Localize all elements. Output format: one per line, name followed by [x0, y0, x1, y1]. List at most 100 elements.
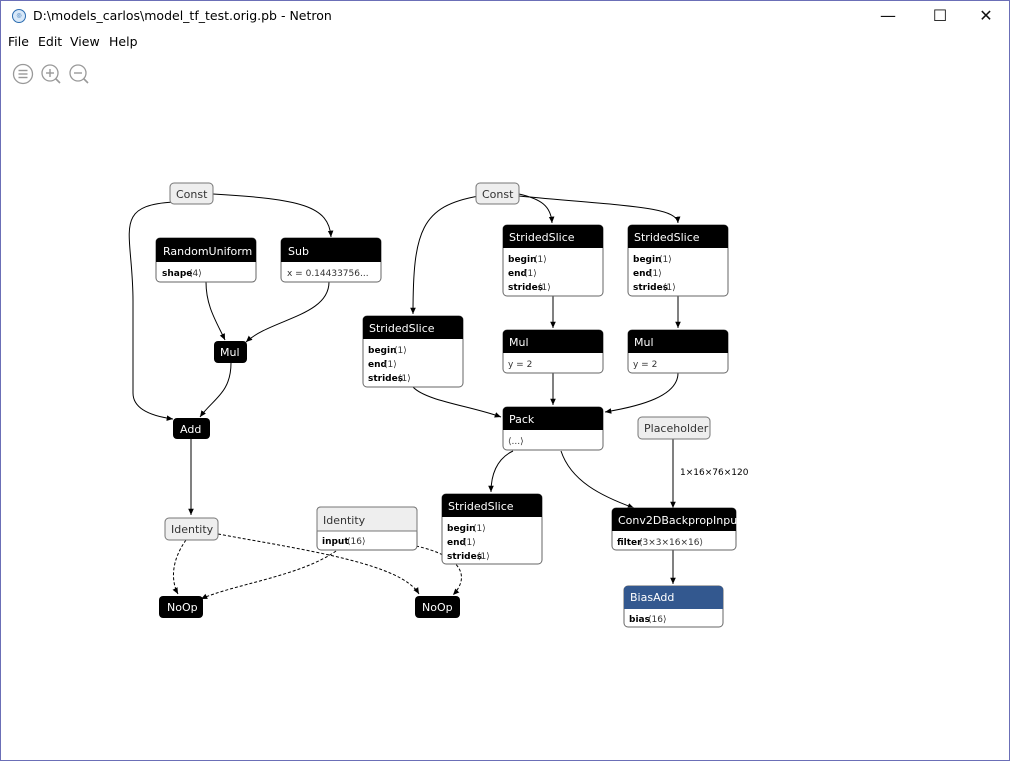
node-label: Pack	[509, 413, 535, 426]
zoom-in-icon[interactable]	[40, 63, 62, 85]
node-placeholder[interactable]: Placeholder	[637, 416, 711, 440]
node-strided-slice-a[interactable]: StridedSlice begin ⟨1⟩ end ⟨1⟩ strides ⟨…	[502, 224, 604, 297]
node-label: Add	[180, 423, 201, 436]
graph-edges	[128, 193, 681, 600]
node-label: Identity	[323, 514, 366, 527]
edge-const-add	[128, 201, 174, 421]
edge-const-strided-c	[410, 195, 480, 315]
node-label: Mul	[220, 346, 240, 359]
node-label: Const	[482, 188, 514, 201]
node-mul-a[interactable]: Mul y = 2	[502, 329, 604, 374]
node-strided-slice-d[interactable]: StridedSlice begin ⟨1⟩ end ⟨1⟩ strides ⟨…	[441, 493, 543, 565]
edge-mul-b-pack	[604, 372, 679, 414]
node-sub[interactable]: Sub x = 0.14433756...	[280, 237, 382, 283]
node-strided-slice-b[interactable]: StridedSlice begin ⟨1⟩ end ⟨1⟩ strides ⟨…	[627, 224, 729, 297]
attr-name: begin	[633, 255, 661, 265]
attr-value: ⟨1⟩	[394, 346, 407, 356]
zoom-out-icon[interactable]	[68, 63, 90, 85]
menu-bar: File Edit View Help	[1, 31, 1009, 53]
node-label: RandomUniform	[163, 245, 252, 258]
attr-value: ⟨4⟩	[189, 269, 202, 279]
node-mul-b[interactable]: Mul y = 2	[627, 329, 729, 374]
node-noop-left[interactable]: NoOp	[159, 596, 203, 618]
attr-value: ⟨1⟩	[649, 269, 662, 279]
node-label: Identity	[171, 523, 214, 536]
attr-name: strides	[447, 552, 482, 562]
node-bias-add[interactable]: BiasAdd bias ⟨16⟩	[623, 585, 724, 628]
node-label: Const	[176, 188, 208, 201]
node-label: NoOp	[422, 601, 453, 614]
node-identity-mid[interactable]: Identity input ⟨16⟩	[316, 506, 418, 551]
node-add[interactable]: Add	[173, 418, 210, 439]
maximize-button[interactable]: ☐	[932, 6, 948, 25]
attr-name: strides	[633, 283, 668, 293]
node-label: BiasAdd	[630, 591, 674, 604]
edge-const-strided-b	[518, 195, 681, 224]
menu-view[interactable]: View	[70, 34, 100, 49]
node-mul-left[interactable]: Mul	[214, 341, 247, 363]
node-label: StridedSlice	[448, 500, 514, 513]
node-label: StridedSlice	[369, 322, 435, 335]
attr-value: ⟨...⟩	[508, 437, 524, 447]
attr-name: input	[322, 537, 349, 547]
node-label: Conv2DBackpropInput	[618, 514, 742, 527]
attr-value: ⟨1⟩	[384, 360, 397, 370]
attr-value: y = 2	[508, 360, 532, 370]
attr-name: bias	[629, 615, 650, 625]
attr-value: x = 0.14433756...	[287, 269, 369, 279]
edge-random-mul	[205, 281, 226, 341]
attr-value: ⟨1⟩	[398, 374, 411, 384]
title-bar: ◎ D:\models_carlos\model_tf_test.orig.pb…	[1, 1, 1009, 31]
properties-icon[interactable]	[12, 63, 34, 85]
node-conv2d-backprop-input[interactable]: Conv2DBackpropInput filter ⟨3×3×16×16⟩	[611, 507, 742, 551]
window-title: D:\models_carlos\model_tf_test.orig.pb -…	[33, 8, 332, 23]
attr-name: filter	[617, 538, 642, 548]
edge-label-placeholder-conv: 1×16×76×120	[680, 468, 749, 478]
attr-value: ⟨1⟩	[663, 283, 676, 293]
node-identity-left[interactable]: Identity	[164, 517, 219, 541]
attr-value: ⟨16⟩	[648, 615, 666, 625]
attr-name: strides	[368, 374, 403, 384]
attr-value: ⟨16⟩	[347, 537, 365, 547]
edge-pack-conv	[560, 450, 635, 509]
close-button[interactable]: ✕	[979, 6, 993, 25]
attr-value: ⟨1⟩	[473, 524, 486, 534]
attr-value: ⟨1⟩	[659, 255, 672, 265]
menu-edit[interactable]: Edit	[38, 34, 63, 49]
attr-name: end	[368, 360, 387, 370]
node-label: StridedSlice	[634, 231, 700, 244]
node-label: StridedSlice	[509, 231, 575, 244]
attr-name: strides	[508, 283, 543, 293]
node-const-right[interactable]: Const	[475, 182, 520, 205]
edge-identity-noop-left	[172, 539, 187, 595]
attr-name: end	[447, 538, 466, 548]
attr-name: begin	[447, 524, 475, 534]
attr-value: ⟨1⟩	[538, 283, 551, 293]
attr-value: ⟨1⟩	[477, 552, 490, 562]
netron-app-icon: ◎	[12, 9, 26, 23]
attr-name: end	[633, 269, 652, 279]
edge-sub-mul	[245, 281, 330, 343]
minimize-button[interactable]: —	[880, 6, 896, 25]
node-label: Placeholder	[644, 422, 709, 435]
attr-name: begin	[368, 346, 396, 356]
edge-identity-noop-right	[217, 533, 420, 595]
attr-name: end	[508, 269, 527, 279]
node-random-uniform[interactable]: RandomUniform shape ⟨4⟩	[155, 237, 257, 283]
attr-value: ⟨1⟩	[524, 269, 537, 279]
node-const-left[interactable]: Const	[169, 182, 214, 205]
node-noop-right[interactable]: NoOp	[415, 596, 460, 618]
node-strided-slice-c[interactable]: StridedSlice begin ⟨1⟩ end ⟨1⟩ strides ⟨…	[362, 315, 464, 388]
attr-name: begin	[508, 255, 536, 265]
node-label: Sub	[288, 245, 309, 258]
attr-value: ⟨1⟩	[534, 255, 547, 265]
edge-mul-add	[199, 362, 232, 418]
node-pack[interactable]: Pack ⟨...⟩	[502, 406, 604, 451]
menu-file[interactable]: File	[8, 34, 29, 49]
menu-help[interactable]: Help	[109, 34, 138, 49]
edge-pack-strided-d	[488, 450, 514, 493]
node-label: NoOp	[167, 601, 198, 614]
attr-value: ⟨1⟩	[463, 538, 476, 548]
